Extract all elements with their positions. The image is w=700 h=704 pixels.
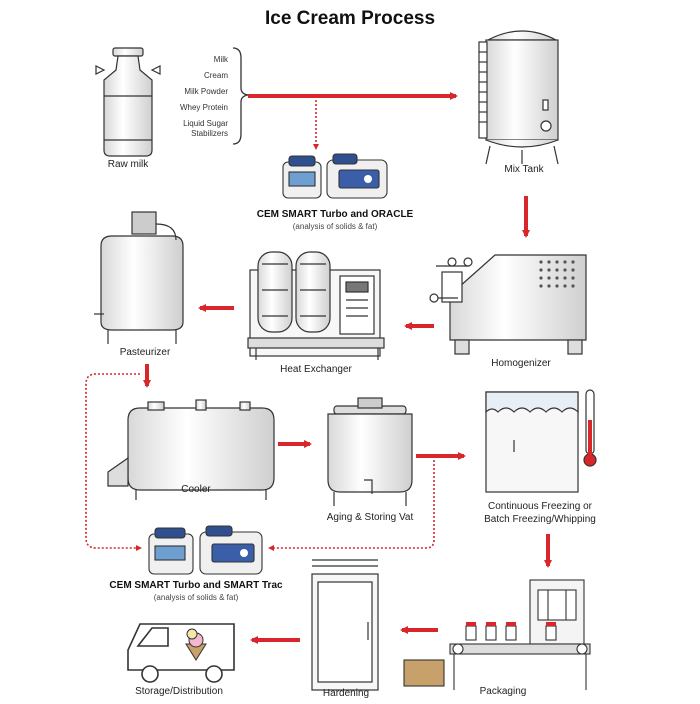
label-analyzer-top: CEM SMART Turbo and ORACLE: [256, 209, 414, 220]
ingredient-cream: Cream: [203, 71, 228, 80]
freezer-icon: [485, 389, 597, 493]
analyzer-top-icon: [282, 153, 388, 199]
packaging-machine-icon: [403, 579, 591, 690]
hardening-cabinet-icon: [311, 559, 379, 691]
label-freezing-line2: Batch Freezing/Whipping: [484, 514, 596, 525]
label-packaging: Packaging: [479, 686, 527, 697]
sample-lines: [85, 96, 435, 551]
ingredient-liquid-sugar: Liquid Sugar: [183, 119, 228, 128]
label-homogenizer: Homogenizer: [491, 358, 551, 369]
label-mix-tank: Mix Tank: [504, 164, 544, 175]
label-aging-vat: Aging & Storing Vat: [326, 512, 414, 523]
label-heat-exchanger: Heat Exchanger: [280, 364, 352, 375]
mix-tank-icon: [478, 30, 559, 165]
label-analyzer-bottom-sub: (analysis of solids & fat): [153, 593, 239, 602]
pasteurizer-icon: [94, 211, 184, 344]
label-pasteurizer: Pasteurizer: [119, 347, 171, 358]
ingredient-milk-powder: Milk Powder: [184, 87, 228, 96]
label-hardening: Hardening: [322, 688, 370, 699]
ingredient-milk: Milk: [213, 55, 228, 64]
delivery-truck-icon: [127, 623, 235, 683]
label-analyzer-bottom: CEM SMART Turbo and SMART Trac: [109, 580, 283, 591]
label-cooler: Cooler: [181, 484, 211, 495]
aging-vat-icon: [327, 397, 413, 506]
label-raw-milk: Raw milk: [107, 159, 149, 170]
heat-exchanger-icon: [247, 251, 385, 360]
cooler-icon: [107, 399, 275, 500]
sample-line-left: [85, 373, 142, 551]
flow-arrows: [143, 92, 552, 644]
diagram-title: Ice Cream Process: [264, 8, 436, 29]
homogenizer-vent-dots: [539, 260, 575, 288]
ingredient-brace: [232, 47, 249, 145]
sample-line-right: [268, 456, 435, 551]
label-storage: Storage/Distribution: [135, 686, 223, 697]
homogenizer-icon: [429, 254, 587, 355]
ingredient-whey-protein: Whey Protein: [179, 103, 228, 112]
label-analyzer-top-sub: (analysis of solids & fat): [292, 222, 378, 231]
ingredient-stabilizers: Stabilizers: [191, 129, 228, 138]
label-freezing-line1: Continuous Freezing or: [488, 501, 592, 512]
raw-milk-can-icon: [95, 47, 161, 157]
analyzer-bottom-icon: [148, 525, 263, 575]
